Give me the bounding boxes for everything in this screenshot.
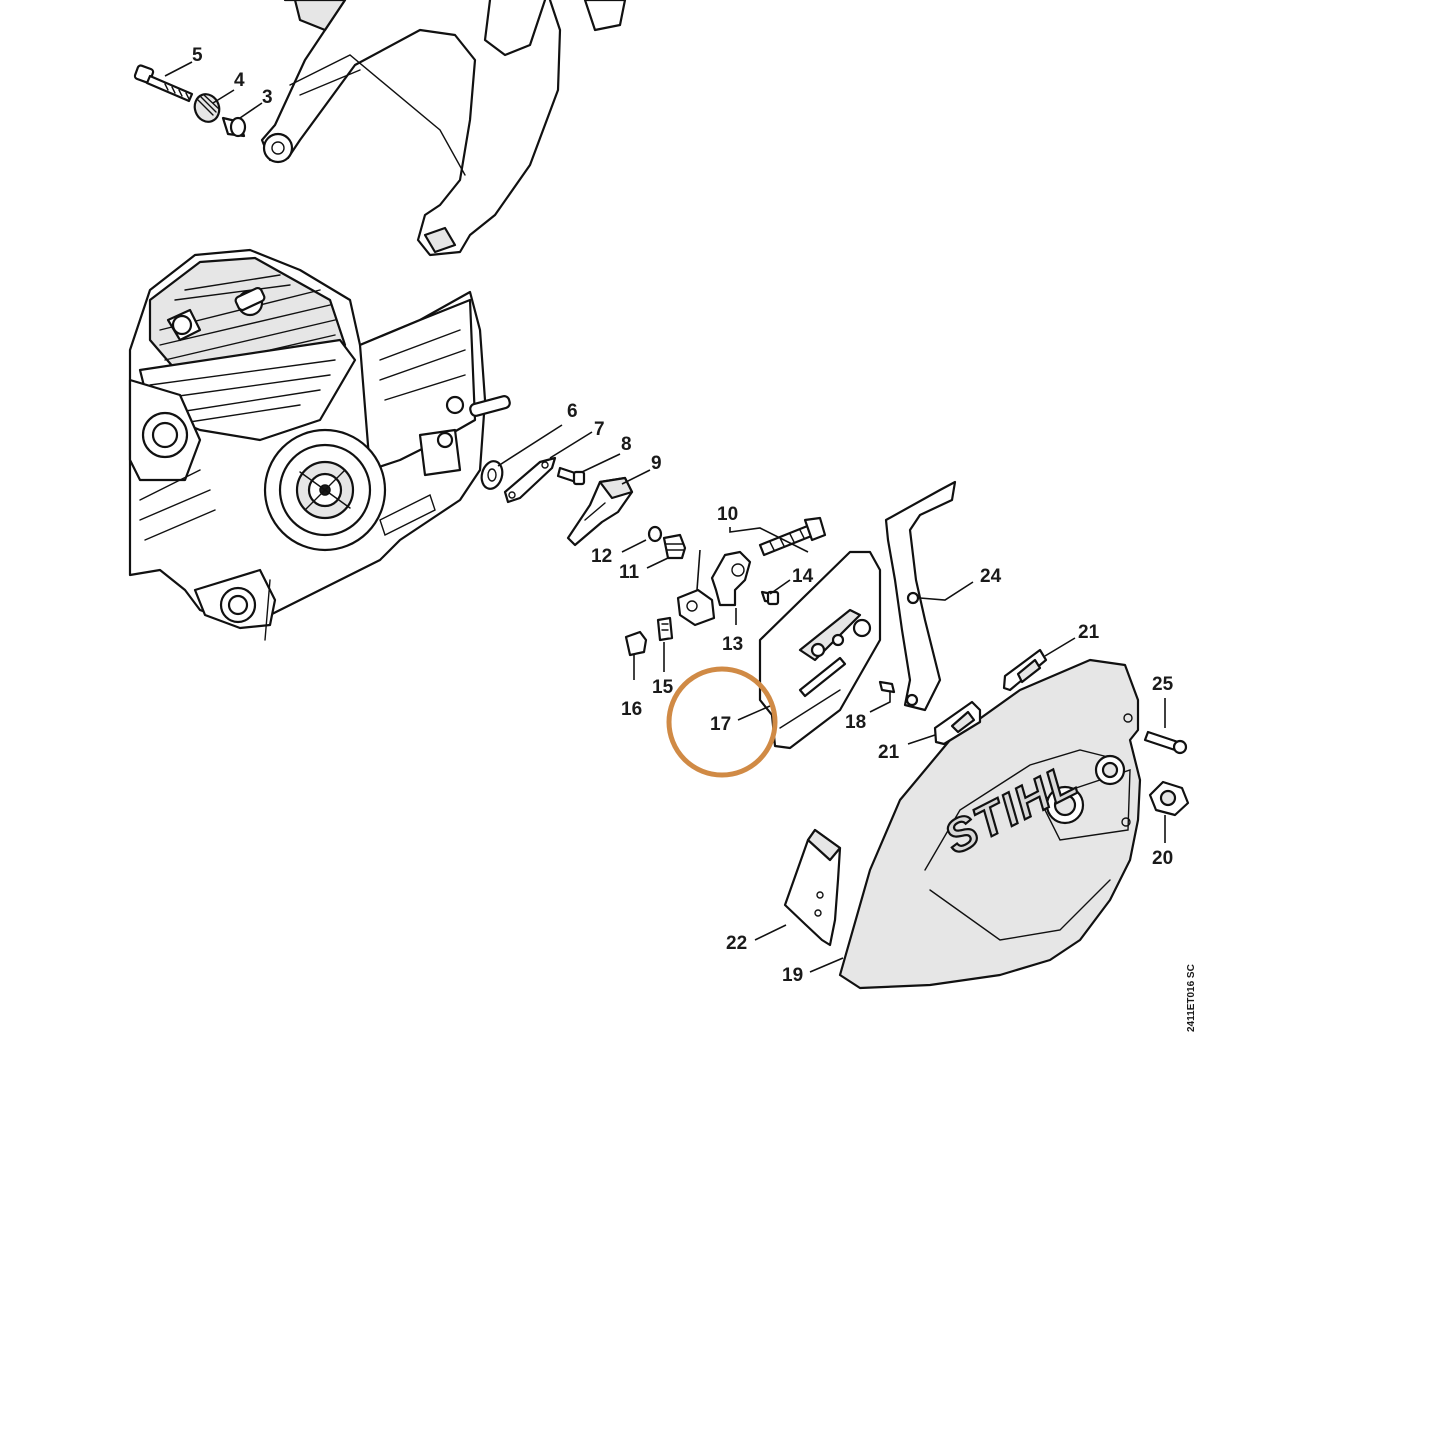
- highlight-ring: [666, 666, 778, 778]
- callout-7[interactable]: 7: [594, 419, 605, 440]
- callout-14[interactable]: 14: [792, 566, 814, 587]
- cap-part-16[interactable]: [624, 630, 648, 657]
- leader-lines: [164, 61, 1166, 973]
- callout-22[interactable]: 22: [726, 933, 747, 954]
- callout-19[interactable]: 19: [782, 965, 803, 986]
- pad-part-21-upper[interactable]: [1002, 648, 1048, 692]
- chain-guide-plate-part-17[interactable]: [758, 550, 882, 750]
- spring-part-4[interactable]: [191, 91, 223, 126]
- o-ring-part-12[interactable]: [647, 525, 663, 543]
- sleeve-part-3[interactable]: [221, 116, 247, 138]
- callout-16[interactable]: 16: [621, 699, 642, 720]
- chain-catcher-part-22[interactable]: [783, 828, 842, 947]
- tensioner-slide-part-9[interactable]: [566, 476, 634, 547]
- document-reference: 2411ET016 SC: [1186, 964, 1197, 1032]
- washer-part-6[interactable]: [479, 459, 506, 491]
- callout-21-upper[interactable]: 21: [1078, 622, 1100, 643]
- callout-25[interactable]: 25: [1152, 674, 1174, 695]
- callout-9[interactable]: 9: [651, 453, 662, 474]
- callout-6[interactable]: 6: [567, 401, 578, 422]
- screw-part-8[interactable]: [556, 466, 586, 486]
- plate-part-7[interactable]: [503, 456, 557, 504]
- bolt-part-5[interactable]: [133, 64, 194, 103]
- callout-20[interactable]: 20: [1152, 848, 1173, 869]
- callout-5[interactable]: 5: [192, 45, 203, 66]
- guard-bar-part-24[interactable]: [884, 480, 957, 712]
- callout-12[interactable]: 12: [591, 546, 612, 567]
- callout-3[interactable]: 3: [262, 87, 273, 108]
- callout-17[interactable]: 17: [710, 714, 731, 735]
- callout-24[interactable]: 24: [980, 566, 1002, 587]
- callout-labels: 5 4 3 6 7 8 9 10 12 11 14 24 13 21 16 15…: [192, 45, 1174, 986]
- callout-13[interactable]: 13: [722, 634, 743, 655]
- tensioner-part-10[interactable]: [710, 516, 827, 607]
- screw-part-18[interactable]: [878, 680, 896, 694]
- callout-11[interactable]: 11: [619, 562, 640, 583]
- block-part-13[interactable]: [676, 588, 716, 627]
- clip-part-15[interactable]: [656, 616, 674, 642]
- sprocket-cover-part-19[interactable]: STIHL: [838, 658, 1142, 990]
- pad-part-21-lower[interactable]: [933, 700, 982, 746]
- callout-21-lower[interactable]: 21: [878, 742, 900, 763]
- nut-part-20[interactable]: [1148, 780, 1190, 817]
- callout-15[interactable]: 15: [652, 677, 674, 698]
- callout-10[interactable]: 10: [717, 504, 738, 525]
- callout-18[interactable]: 18: [845, 712, 866, 733]
- front-handle-part[interactable]: [260, 0, 627, 257]
- gear-part-11[interactable]: [662, 533, 687, 560]
- screw-part-25[interactable]: [1143, 730, 1188, 755]
- callout-4[interactable]: 4: [234, 70, 245, 91]
- callout-8[interactable]: 8: [621, 434, 632, 455]
- engine-housing-part[interactable]: [128, 248, 511, 641]
